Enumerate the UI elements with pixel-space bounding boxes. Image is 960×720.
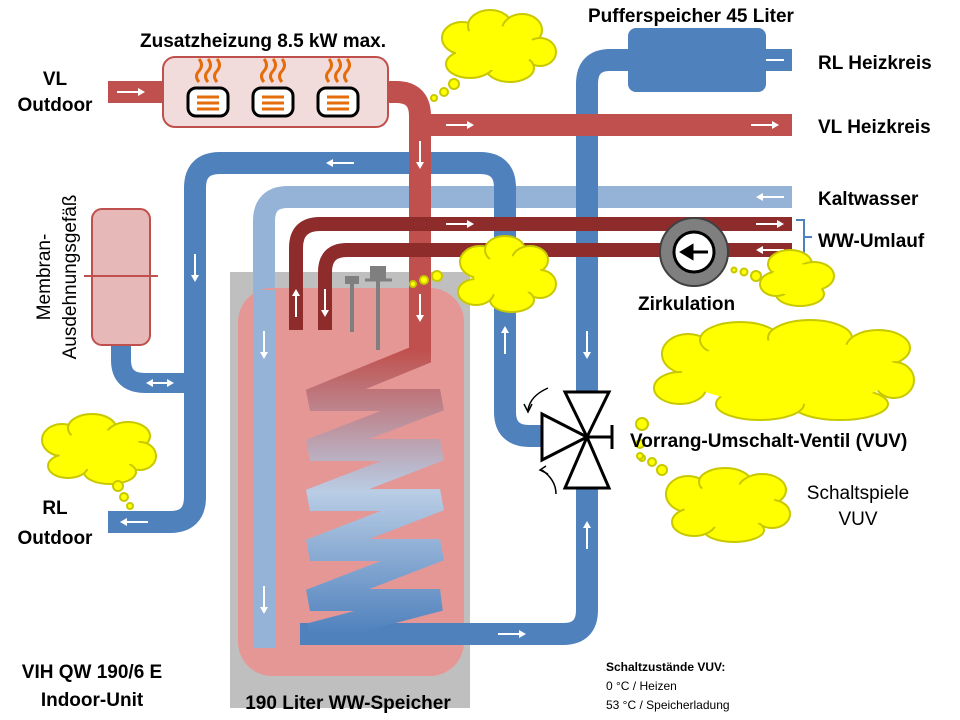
bubble-middle [409, 235, 557, 313]
model-label-1: VIH QW 190/6 E [22, 662, 162, 683]
heater-element-1 [186, 58, 230, 118]
speicher-label: 190 Liter WW-Speicher [245, 693, 451, 714]
rl-heizkreis-label: RL Heizkreis [818, 53, 932, 74]
heat-exchanger-coil [305, 344, 444, 645]
schaltzustaende-line-2: 53 °C / Speicherladung [606, 698, 730, 712]
double-arrow [146, 379, 174, 387]
rl-outdoor-pipe [108, 152, 516, 533]
schaltspiele-label-2: VUV [838, 509, 877, 530]
membran-label-2: Ausdehnungsgefäß [60, 195, 81, 360]
rl-outdoor-label-2: Outdoor [18, 528, 94, 549]
rl-outdoor-label-1: RL [42, 498, 68, 519]
vl-outdoor-label-1: VL [43, 69, 68, 90]
bubble-lower [636, 452, 791, 543]
puffer-return-pipe [576, 49, 640, 400]
schaltzustaende-line-1: 0 °C / Heizen [606, 679, 677, 693]
vuv-label: Vorrang-Umschalt-Ventil (VUV) [630, 431, 907, 452]
heater-element-2 [251, 58, 295, 118]
vuv-left-pipe [494, 290, 545, 447]
vl-outdoor-label-2: Outdoor [18, 95, 94, 116]
vuv-bottom-pipe [300, 488, 598, 645]
zirkulation-label: Zirkulation [638, 294, 735, 315]
ww-umlauf-brace [796, 219, 812, 255]
zirkulation-arrow-icon [679, 243, 708, 261]
vuv-valve-icon [523, 387, 614, 495]
ww-umlauf-pipe [318, 243, 792, 330]
bubble-left [41, 413, 157, 510]
heater-to-tank-pipe [380, 81, 431, 355]
model-label-2: Indoor-Unit [41, 690, 144, 711]
kaltwasser-label: Kaltwasser [818, 189, 919, 210]
ww-outlet-pipe [289, 217, 792, 330]
pufferspeicher-tank [628, 28, 766, 92]
zusatzheizung-label: Zusatzheizung 8.5 kW max. [140, 31, 386, 52]
sensor-cap-2 [370, 266, 386, 280]
schaltzustaende-title: Schaltzustände VUV: [606, 660, 725, 674]
bubble-right [635, 319, 915, 462]
bubble-top [430, 9, 557, 102]
schaltspiele-label-1: Schaltspiele [807, 483, 909, 504]
sensor-cap-1 [345, 276, 359, 284]
kaltwasser-pipe [253, 186, 792, 648]
membran-pipe [111, 340, 195, 393]
membran-label-1: Membran- [34, 234, 55, 321]
pufferspeicher-label: Pufferspeicher 45 Liter [588, 6, 795, 27]
heater-element-3 [316, 58, 360, 118]
ww-umlauf-label: WW-Umlauf [818, 231, 925, 252]
vl-heizkreis-label: VL Heizkreis [818, 117, 931, 138]
bubble-pump [730, 249, 835, 307]
